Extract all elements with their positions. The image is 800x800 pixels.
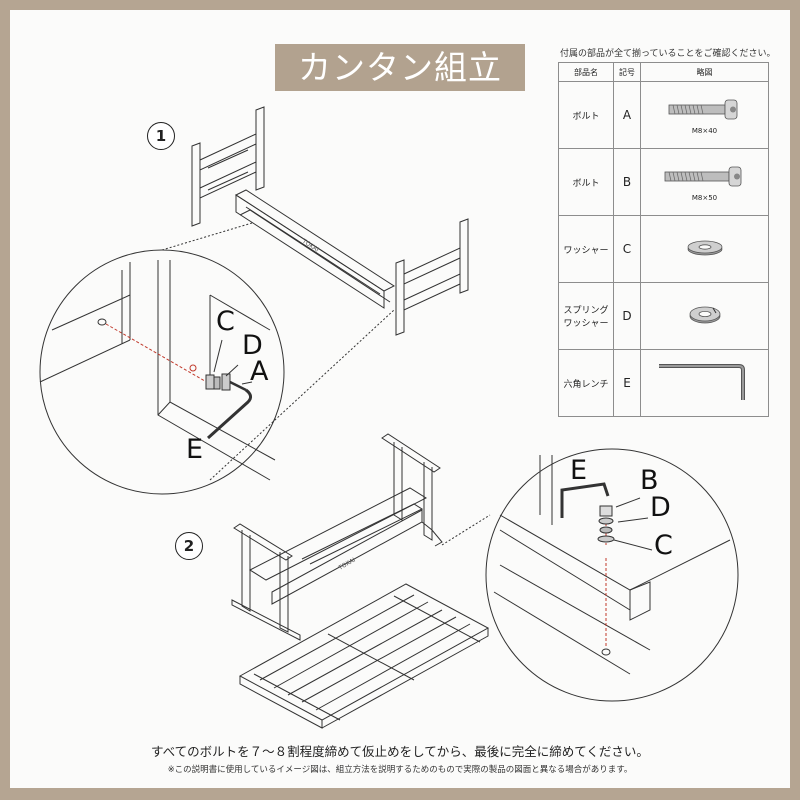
- table-row: スプリング ワッシャー D: [558, 282, 769, 350]
- table-row: ボルト A M8×40: [558, 81, 769, 149]
- step-number-2: 2: [175, 532, 203, 560]
- part-size: M8×50: [691, 193, 718, 202]
- hex-wrench-icon: [658, 363, 745, 400]
- part-name: スプリング ワッシャー: [558, 282, 614, 350]
- callout-label-c: C: [216, 306, 235, 337]
- callout-label-d: D: [242, 330, 263, 361]
- callout-label-a: A: [250, 356, 269, 387]
- callout-label-c: C: [654, 530, 673, 561]
- bolt-icon: [668, 99, 737, 119]
- callout-1-detail: [39, 260, 276, 481]
- instruction-sheet: カンタン組立 付属の部品が全て揃っていることをご確認ください。 部品名 記号 略…: [10, 10, 790, 788]
- part-code: E: [613, 349, 641, 417]
- front-beam: TOKAI: [234, 189, 396, 309]
- spring-washer-icon: [689, 306, 720, 323]
- part-size: M8×40: [691, 126, 718, 135]
- washer-icon: [687, 240, 722, 255]
- callout-circle-2: [485, 448, 739, 702]
- bolt-icon: [664, 166, 741, 186]
- part-name: ボルト: [558, 148, 614, 216]
- callout-2-detail: [493, 455, 731, 675]
- table-row: ボルト B M8×50: [558, 148, 769, 216]
- table-top: [238, 583, 490, 729]
- callout-label-b: B: [640, 465, 659, 496]
- callout-circle-1: [39, 249, 285, 495]
- svg-text:TOKAI: TOKAI: [337, 557, 357, 573]
- part-code: D: [613, 282, 641, 350]
- part-name: 六角レンチ: [558, 349, 614, 417]
- callout-label-e: E: [186, 434, 204, 465]
- table-row: 六角レンチ E: [558, 349, 769, 417]
- page-title: カンタン組立: [275, 44, 525, 91]
- callout-label-e: E: [570, 455, 588, 486]
- table-base: TOKAI: [231, 433, 443, 641]
- parts-table: 部品名 記号 略図 ボルト A M8×40: [558, 62, 769, 417]
- part-code: B: [613, 148, 641, 216]
- parts-note: 付属の部品が全て揃っていることをご確認ください。: [560, 49, 776, 59]
- disclaimer-text: ※この説明書に使用しているイメージ図は、組立方法を説明するためのもので実際の製品…: [167, 765, 633, 775]
- step-number-1: 1: [147, 122, 175, 150]
- part-name: ボルト: [558, 81, 614, 149]
- side-frame-left: [191, 106, 265, 227]
- callout-label-d: D: [650, 492, 671, 523]
- side-frame-right: [395, 218, 469, 336]
- assembly-instruction-text: すべてのボルトを７～８割程度締めて仮止めをしてから、最後に完全に締めてください。: [151, 744, 649, 759]
- assembly-illustration: TOKAI: [39, 106, 739, 729]
